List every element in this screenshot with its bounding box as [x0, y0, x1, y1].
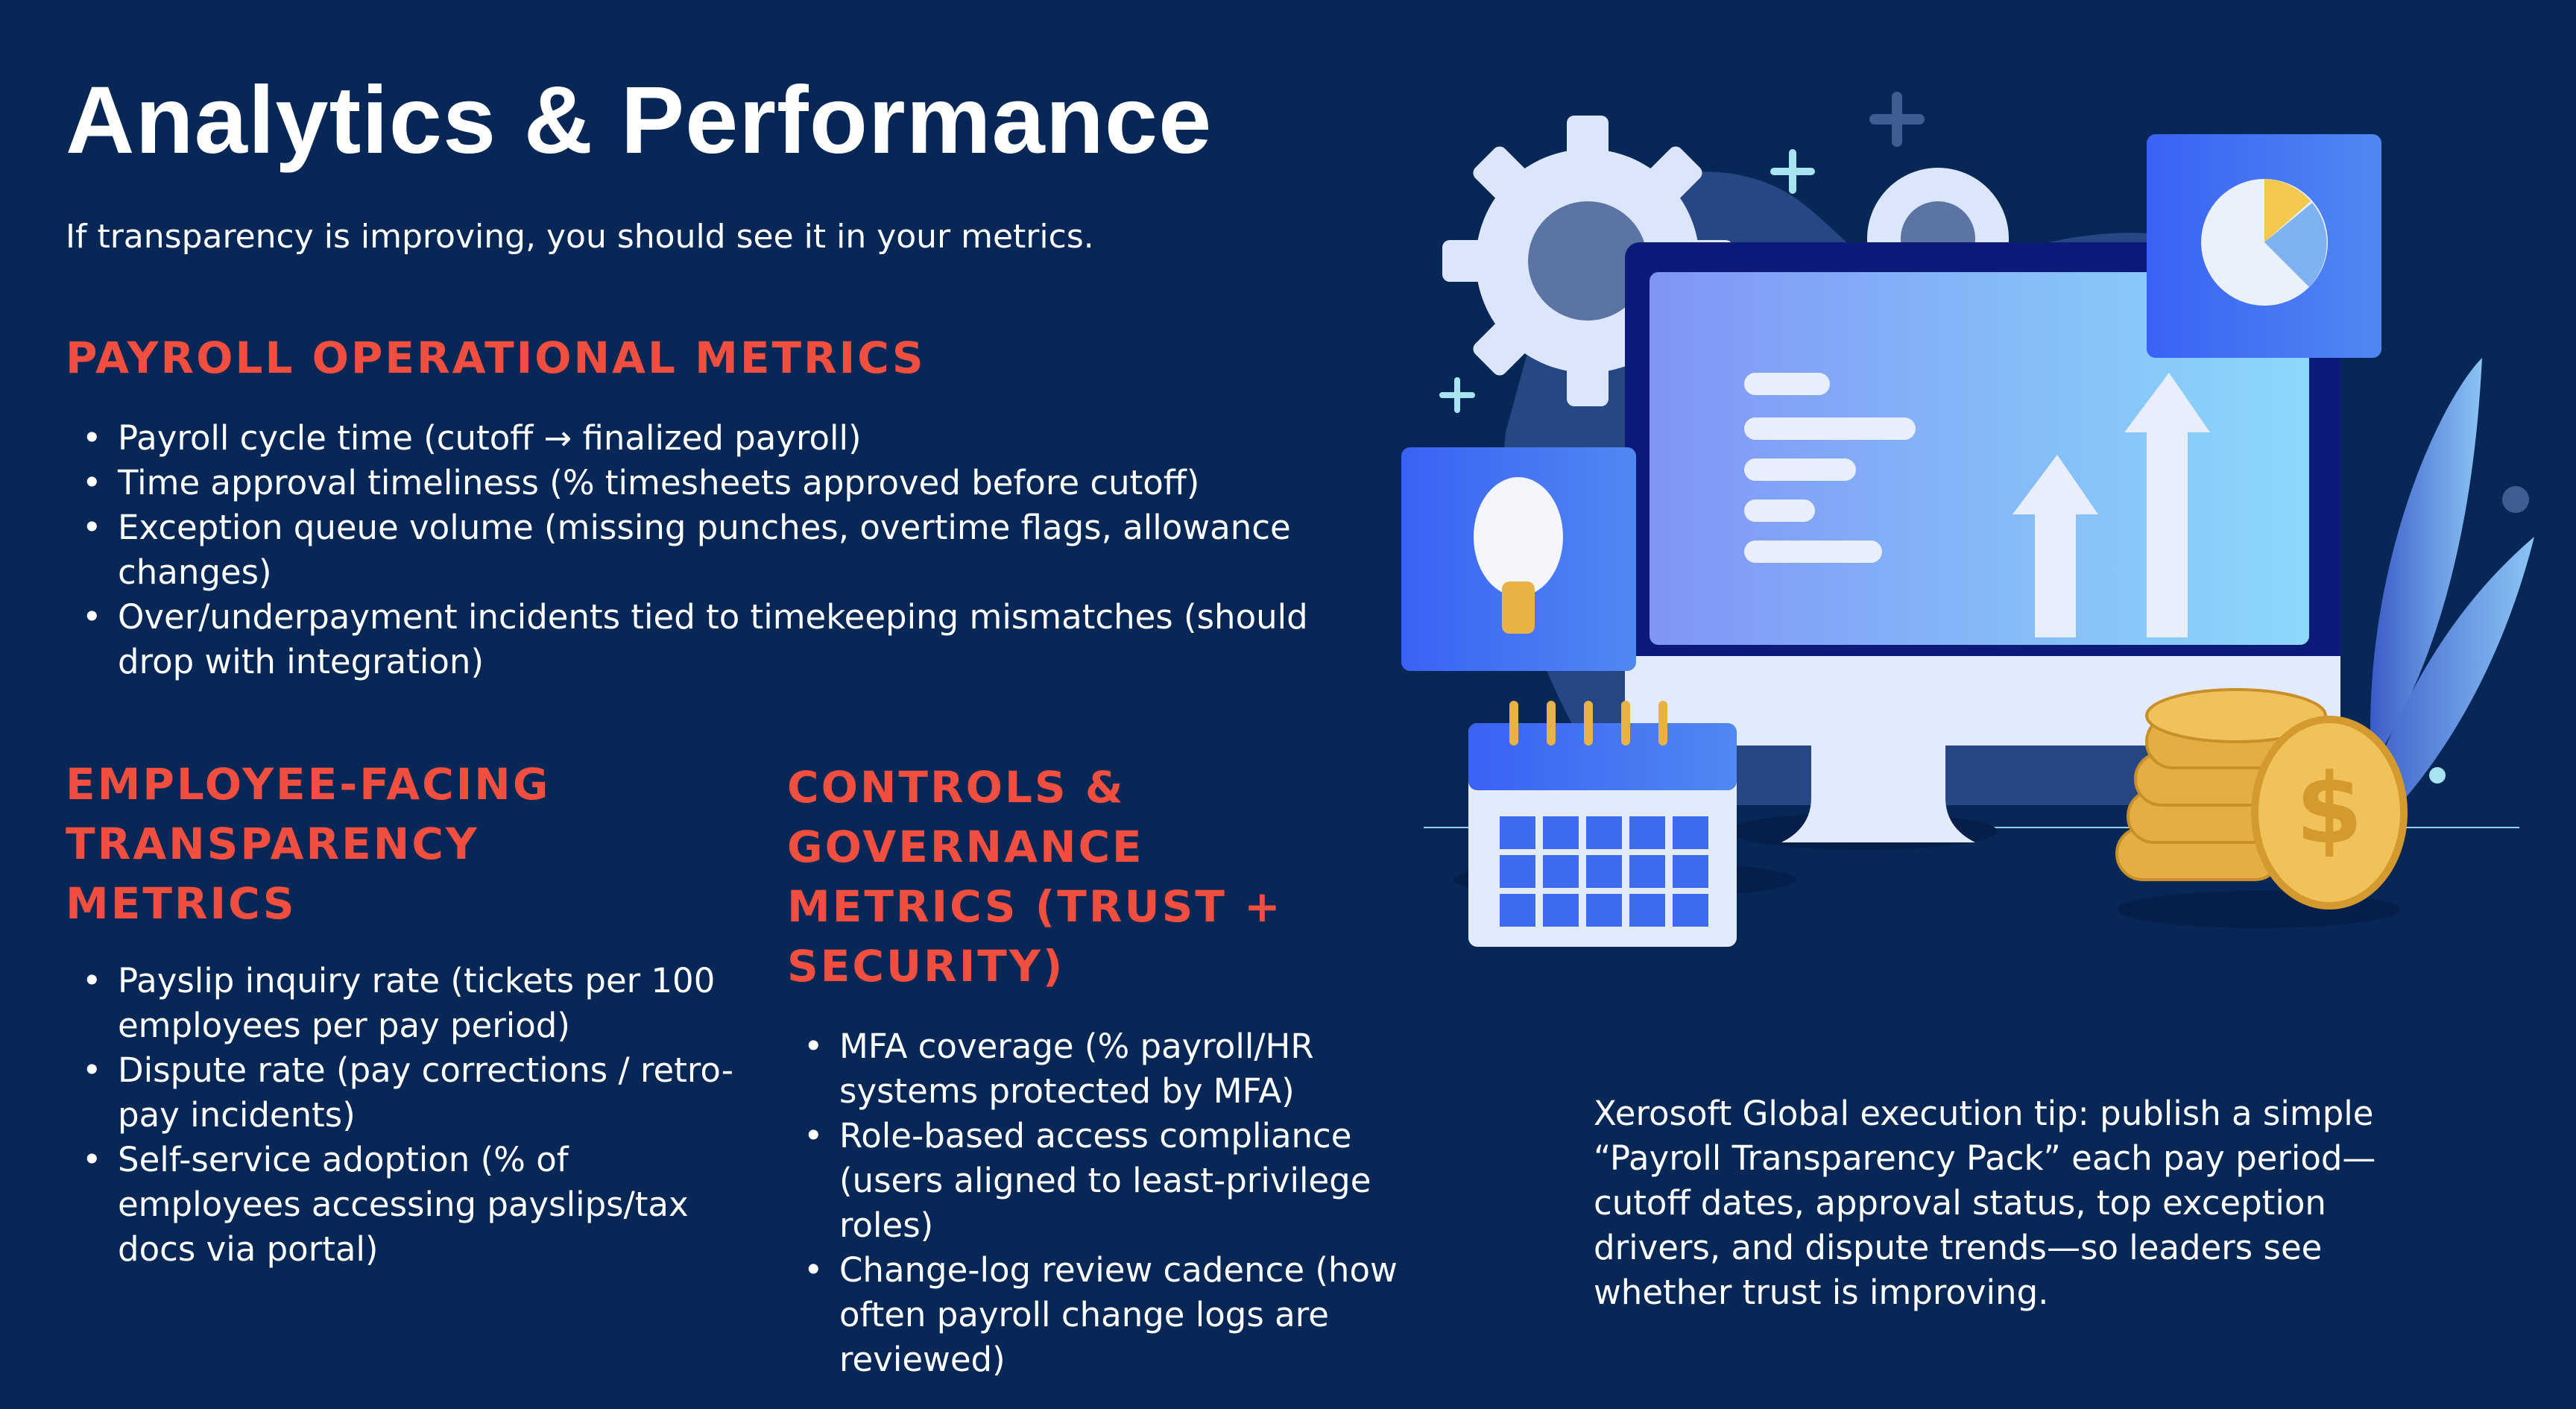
analytics-illustration: $ — [1401, 92, 2534, 947]
arrow-up-icon — [2124, 373, 2210, 637]
calendar-day-cell — [1500, 816, 1535, 849]
list-item: Time approval timeliness (% timesheets a… — [66, 461, 1392, 505]
list-item: Change-log review cadence (how often pay… — [787, 1248, 1443, 1382]
calendar-day-cell — [1500, 894, 1535, 927]
calendar-day-cell — [1543, 894, 1579, 927]
svg-text:$: $ — [2296, 752, 2363, 866]
calendar-day-cell — [1543, 816, 1579, 849]
calendar-day-cell — [1629, 816, 1665, 849]
coins-icon: $ — [2115, 688, 2408, 928]
pie-chart-card — [2147, 134, 2381, 358]
page-title: Analytics & Performance — [66, 67, 1213, 174]
bullet-list: Payslip inquiry rate (tickets per 100 em… — [66, 959, 736, 1272]
bullet-list: Payroll cycle time (cutoff → finalized p… — [66, 416, 1392, 684]
calendar-day-cell — [1586, 894, 1622, 927]
list-item: Self-service adoption (% of employees ac… — [66, 1138, 736, 1272]
leaf-icon — [2363, 537, 2534, 842]
list-item: Exception queue volume (missing punches,… — [66, 505, 1392, 595]
calendar-day-cell — [1543, 855, 1579, 888]
list-item: Over/underpayment incidents tied to time… — [66, 595, 1392, 684]
execution-tip: Xerosoft Global execution tip: publish a… — [1594, 1094, 2376, 1312]
calendar-day-cell — [1586, 816, 1622, 849]
calendar-day-cell — [1629, 855, 1665, 888]
calendar-day-cell — [1673, 816, 1708, 849]
dollar-coin-icon — [2251, 716, 2408, 910]
payroll-operational-section: PAYROLL OPERATIONAL METRICS Payroll cycl… — [66, 328, 1407, 684]
calendar-day-cell — [1673, 894, 1708, 927]
list-item: Payroll cycle time (cutoff → finalized p… — [66, 416, 1392, 461]
monitor-icon — [1625, 242, 2340, 850]
lightbulb-card — [1401, 447, 1636, 671]
section-heading: EMPLOYEE-FACING TRANSPARENCY METRICS — [66, 759, 551, 929]
arrow-up-icon — [2012, 455, 2098, 637]
employee-transparency-section: EMPLOYEE-FACING TRANSPARENCY METRICS Pay… — [66, 754, 736, 1272]
leaf-icon — [2370, 358, 2482, 768]
calendar-day-cell — [1500, 855, 1535, 888]
section-heading: PAYROLL OPERATIONAL METRICS — [66, 332, 926, 383]
section-heading: CONTROLS & GOVERNANCE METRICS (TRUST + S… — [787, 762, 1283, 992]
calendar-day-cell — [1673, 855, 1708, 888]
list-item: Payslip inquiry rate (tickets per 100 em… — [66, 959, 736, 1048]
subtitle: If transparency is improving, you should… — [66, 218, 1094, 256]
list-item: Role-based access compliance (users alig… — [787, 1114, 1443, 1248]
calendar-day-cell — [1629, 894, 1665, 927]
list-item: MFA coverage (% payroll/HR systems prote… — [787, 1024, 1443, 1114]
calendar-day-cell — [1586, 855, 1622, 888]
controls-governance-section: CONTROLS & GOVERNANCE METRICS (TRUST + S… — [787, 757, 1458, 1382]
list-item: Dispute rate (pay corrections / retro-pa… — [66, 1048, 736, 1138]
bullet-list: MFA coverage (% payroll/HR systems prote… — [787, 1024, 1443, 1382]
calendar-icon — [1453, 701, 1796, 947]
